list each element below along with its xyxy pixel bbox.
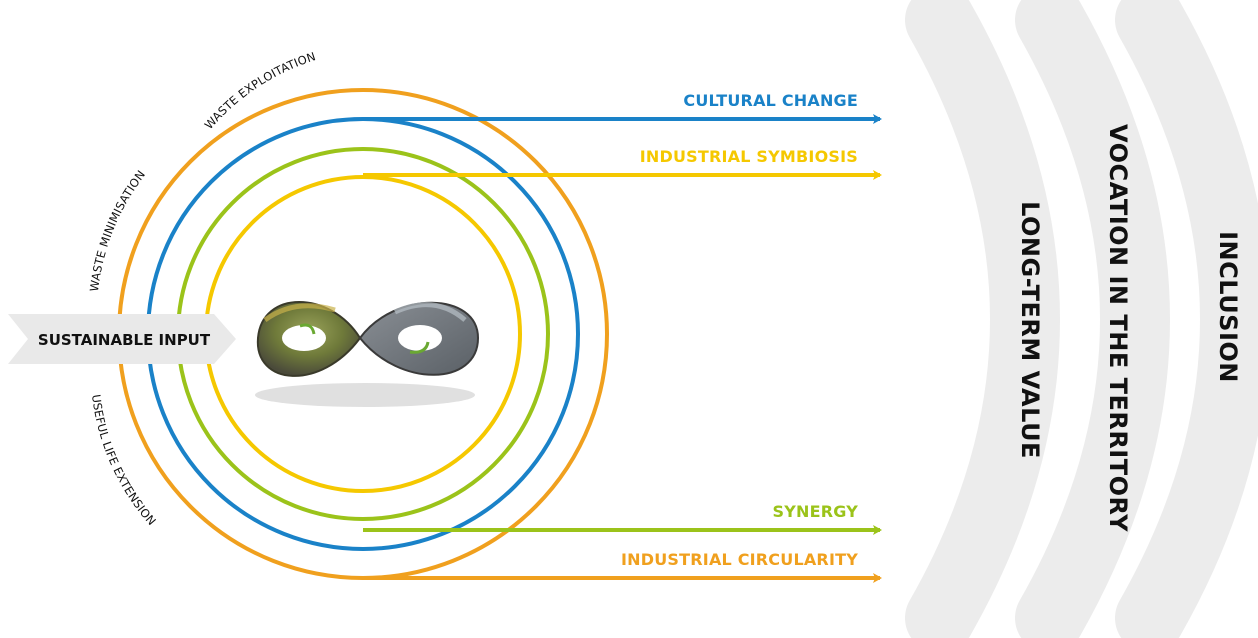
sustainable-input: SUSTAINABLE INPUT <box>8 314 236 364</box>
band-label-inclusion: INCLUSION <box>1214 231 1242 383</box>
band-label-vocation-in-the-territory: VOCATION IN THE TERRITORY <box>1104 124 1132 532</box>
output-arrows <box>363 114 882 583</box>
band-long-term-value <box>905 0 1060 638</box>
value-bands <box>905 0 1258 638</box>
arc-label-waste-minimisation: WASTE MINIMISATION <box>87 168 148 293</box>
input-label: SUSTAINABLE INPUT <box>38 331 211 349</box>
output-label-industrial-circularity: INDUSTRIAL CIRCULARITY <box>621 550 858 569</box>
output-label-industrial-symbiosis: INDUSTRIAL SYMBIOSIS <box>640 147 858 166</box>
output-label-synergy: SYNERGY <box>772 502 858 521</box>
band-label-long-term-value: LONG-TERM VALUE <box>1016 201 1044 459</box>
infinity-landscape-icon <box>255 301 480 407</box>
output-label-cultural-change: CULTURAL CHANGE <box>683 91 858 110</box>
arc-label-waste-exploitation: WASTE EXPLOITATION <box>202 49 318 132</box>
arc-label-useful-life-extension: USEFUL LIFE EXTENSION <box>89 394 159 529</box>
band-vocation-in-the-territory <box>1015 0 1170 638</box>
input-arrow-shape <box>8 314 236 364</box>
band-inclusion <box>1115 0 1258 638</box>
